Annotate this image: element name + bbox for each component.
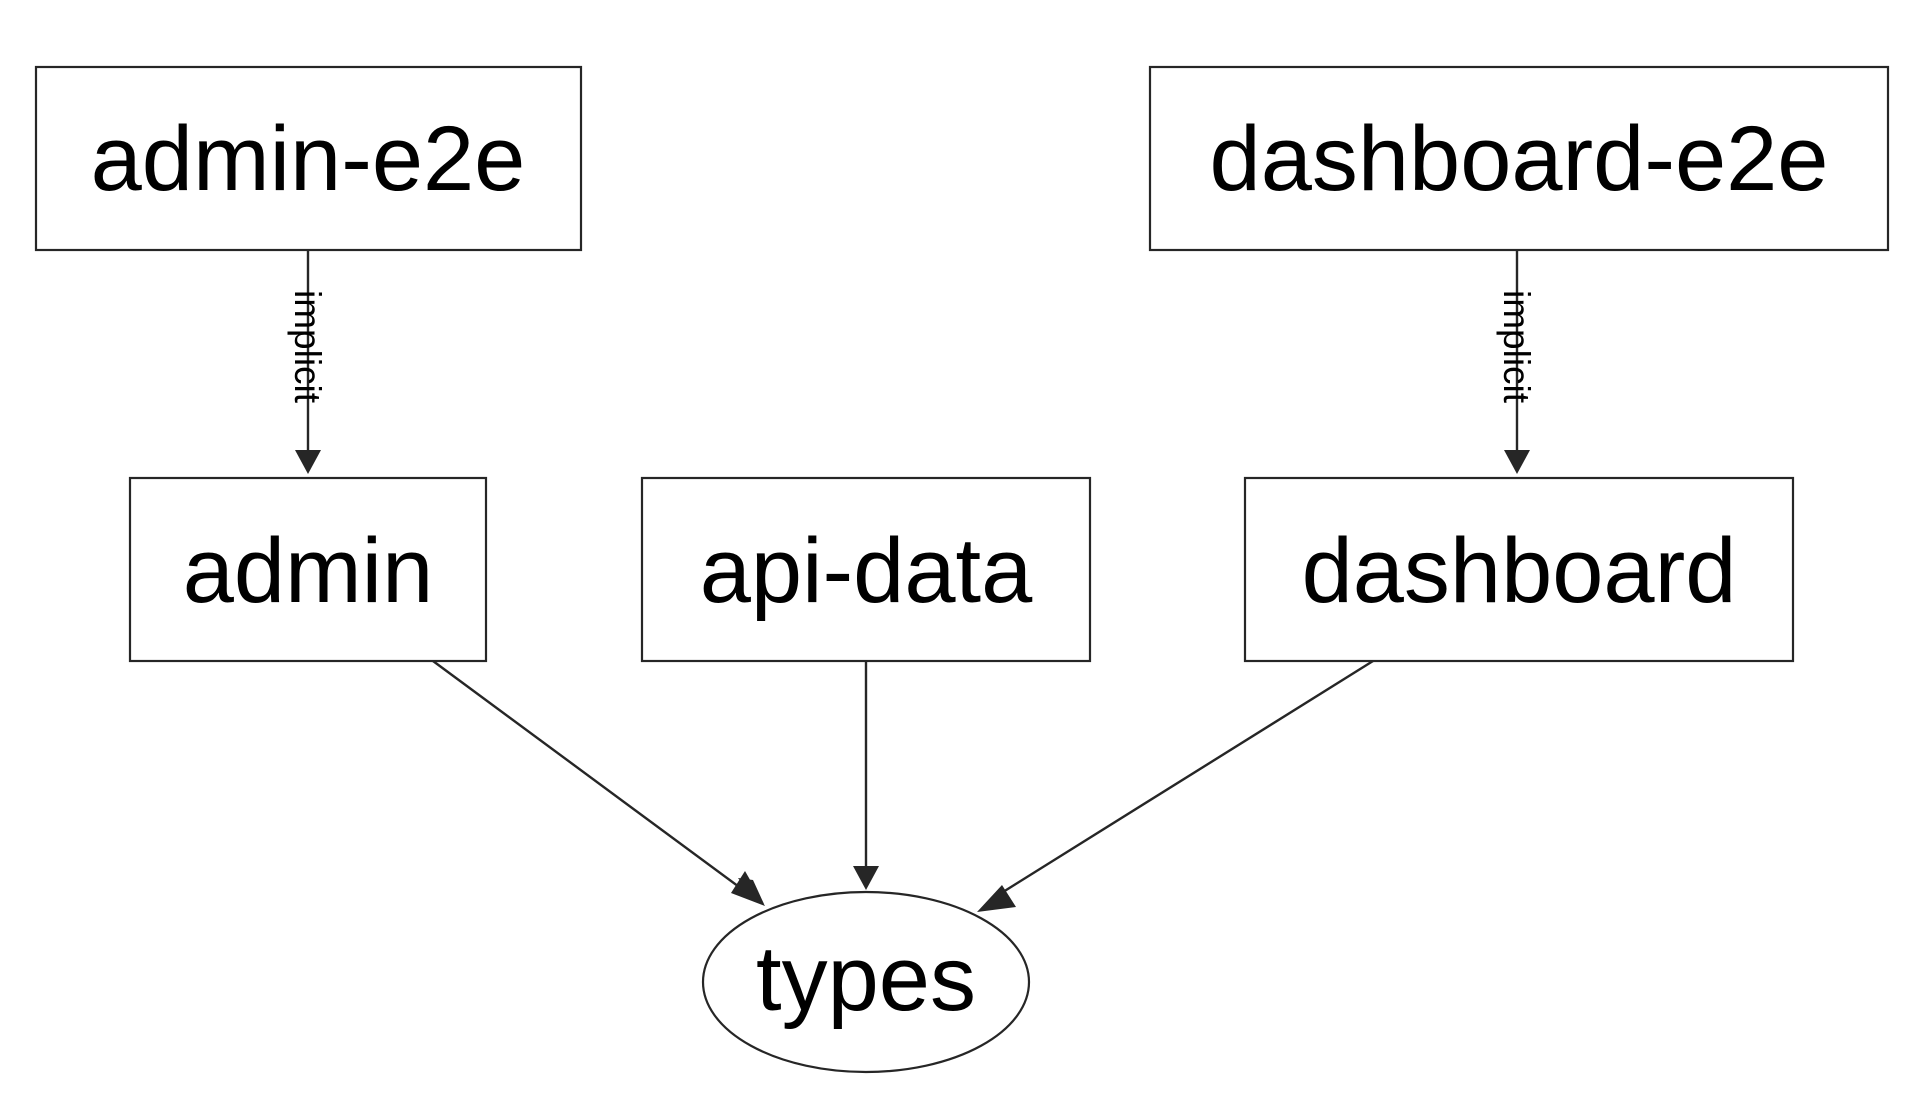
node-admin[interactable]: admin [128, 476, 488, 663]
node-types[interactable]: types [701, 890, 1031, 1074]
node-dashboard[interactable]: dashboard [1243, 476, 1795, 663]
node-label-dashboard-e2e: dashboard-e2e [1210, 108, 1829, 210]
edges: implicit implicit [287, 250, 1537, 912]
arrowhead-icon [977, 885, 1016, 912]
arrowhead-icon [853, 866, 879, 890]
edge-admin-e2e-to-admin: implicit [287, 250, 328, 474]
node-label-types: types [756, 928, 976, 1030]
arrowhead-icon [295, 450, 321, 474]
edge-dashboard-e2e-to-dashboard: implicit [1496, 250, 1537, 474]
nodes: admin-e2e dashboard-e2e admin api-data d… [34, 65, 1890, 1074]
edge-label-implicit-admin: implicit [287, 290, 328, 404]
edge-label-implicit-dashboard: implicit [1496, 290, 1537, 404]
edge-dashboard-to-types [977, 659, 1374, 912]
arrowhead-icon [1504, 450, 1530, 474]
node-dashboard-e2e[interactable]: dashboard-e2e [1148, 65, 1890, 252]
node-label-api-data: api-data [700, 520, 1033, 622]
node-api-data[interactable]: api-data [640, 476, 1092, 663]
node-label-dashboard: dashboard [1302, 520, 1737, 622]
node-admin-e2e[interactable]: admin-e2e [34, 65, 583, 252]
edge-admin-to-types [432, 660, 765, 906]
edge-api-data-to-types [853, 661, 879, 890]
node-label-admin: admin [183, 520, 434, 622]
node-label-admin-e2e: admin-e2e [91, 108, 526, 210]
